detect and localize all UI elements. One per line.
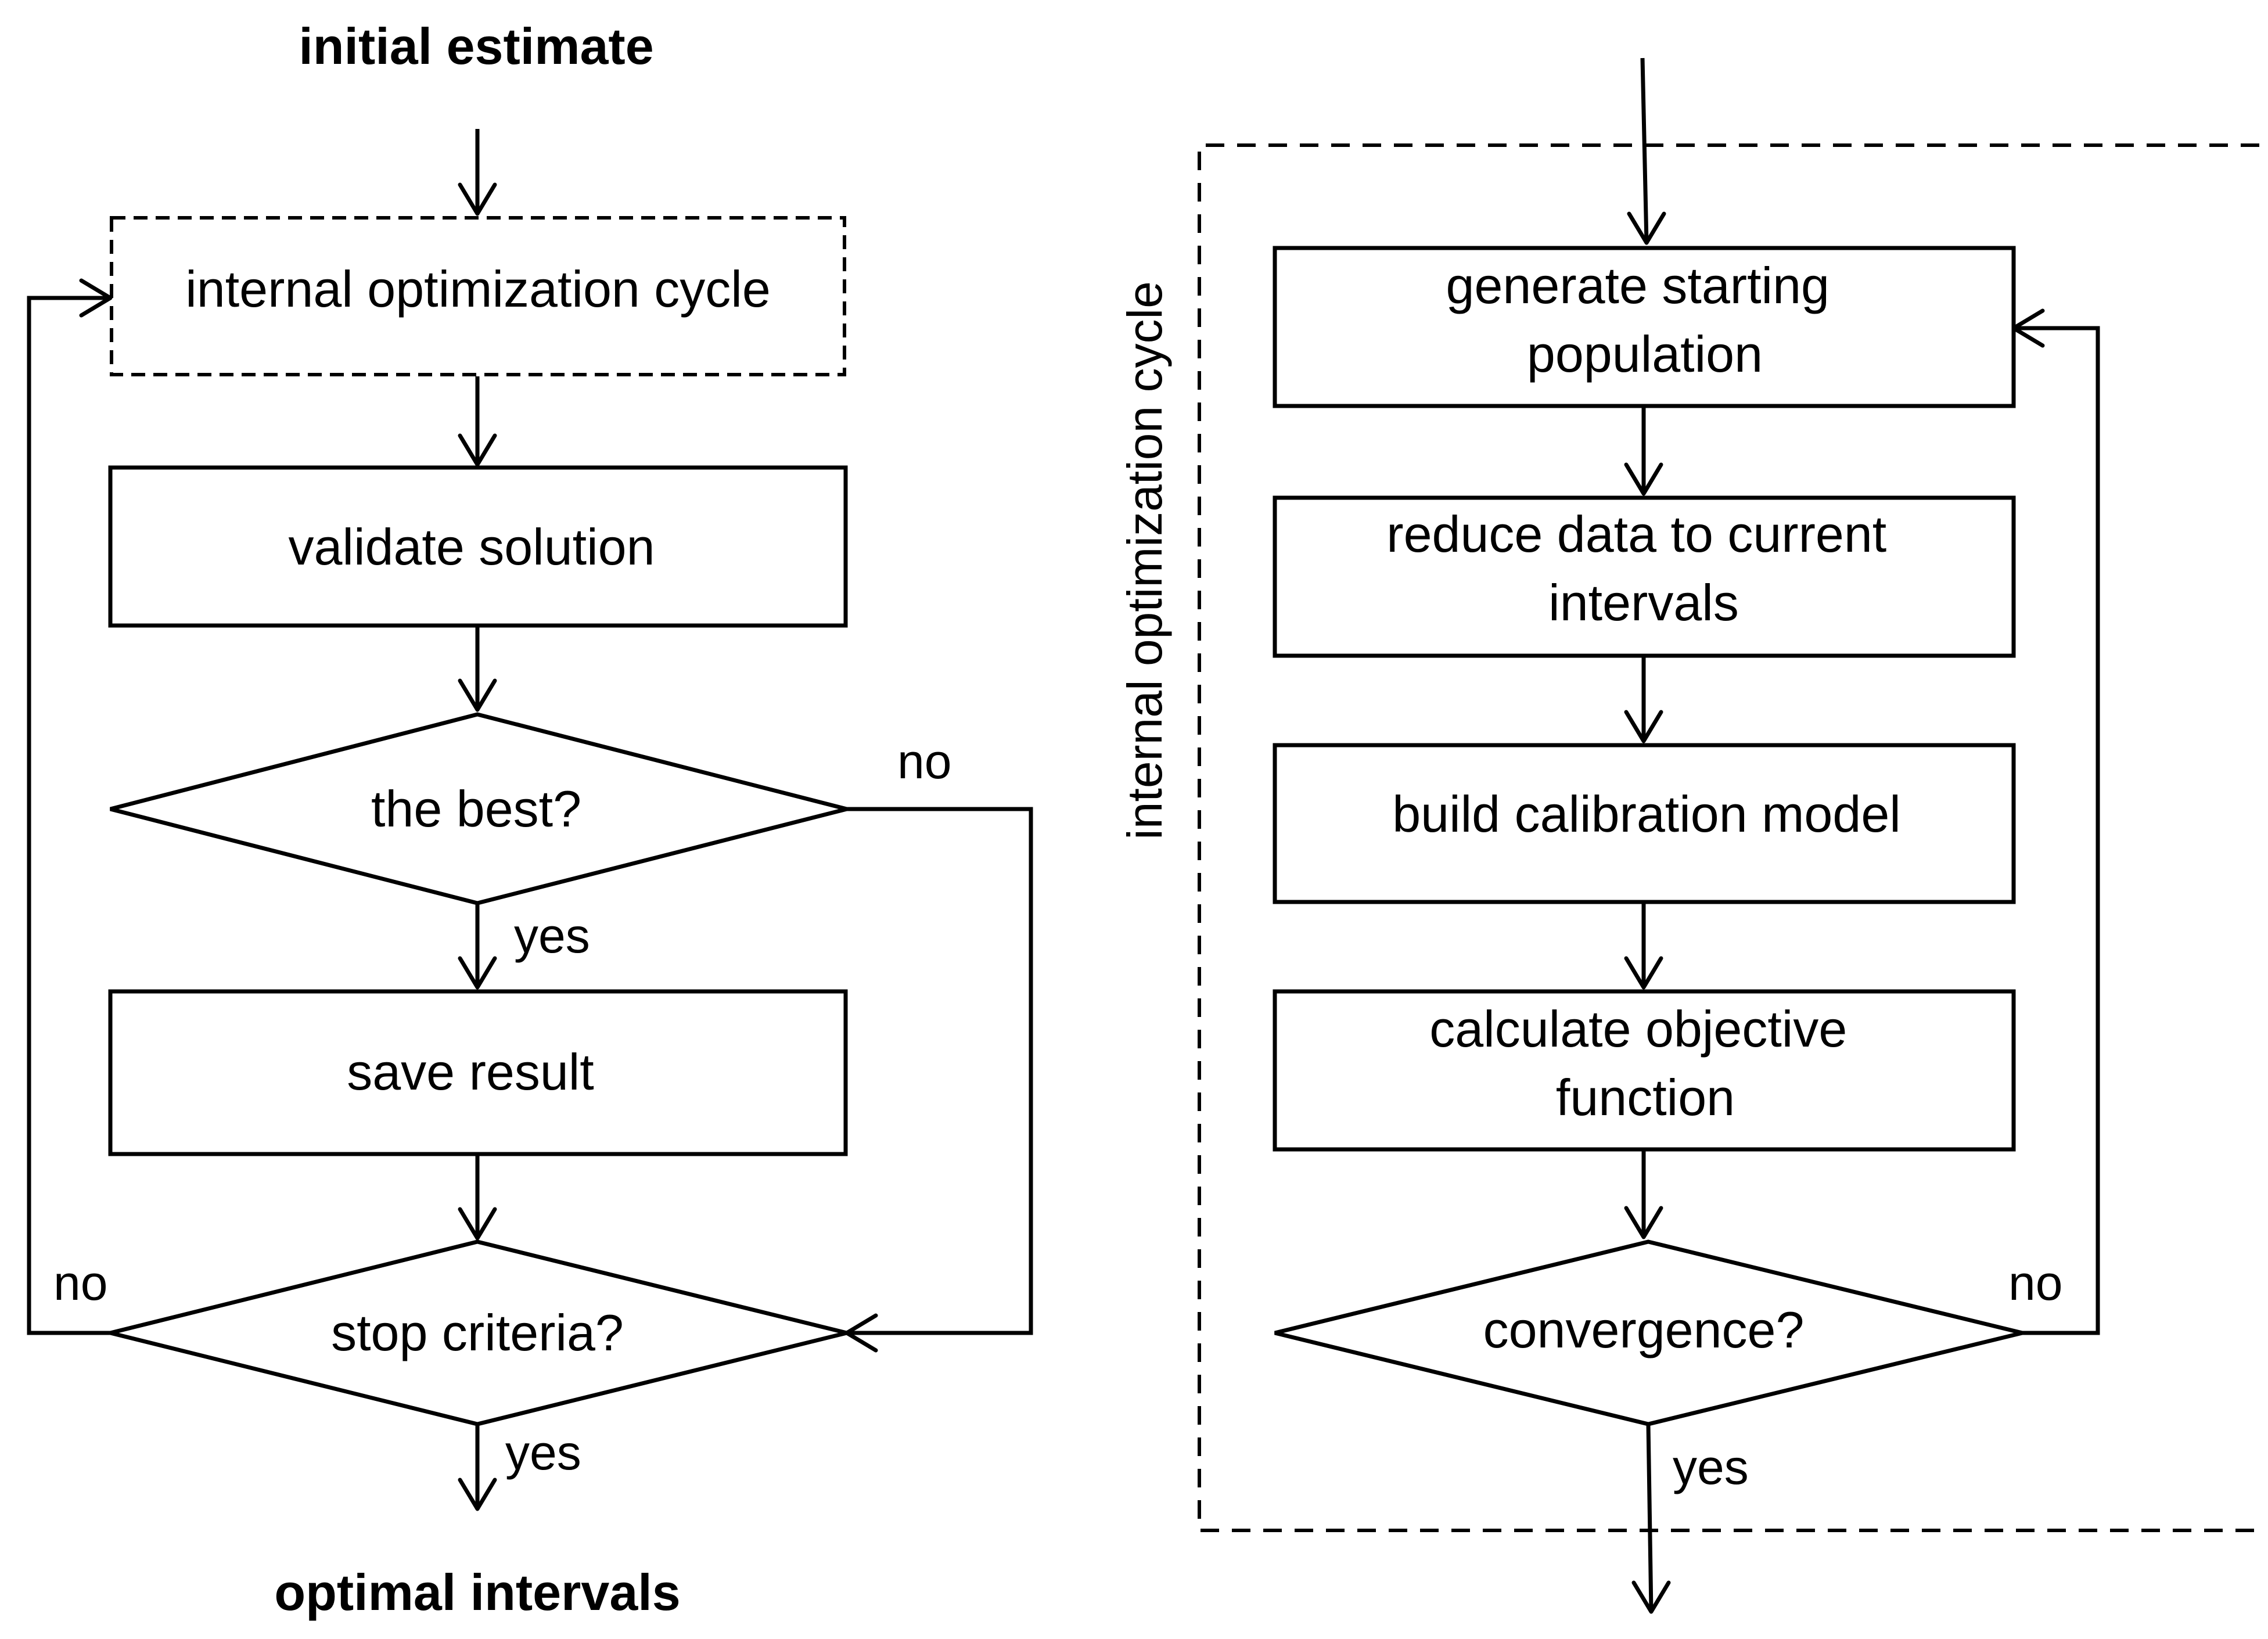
arrowhead-start-to-cycle: [458, 182, 497, 216]
generate-population-line-2: population: [1527, 325, 1763, 383]
internal-cycle-box: [110, 216, 846, 376]
generate-population-label: generate starting population: [1446, 257, 1844, 383]
end-label: optimal intervals: [274, 1563, 680, 1621]
validate-solution-box: [108, 465, 848, 628]
start-label: initial estimate: [299, 17, 653, 75]
convergence-decision-label: convergence?: [1483, 1301, 1805, 1358]
arrowhead-stop-no: [79, 278, 113, 318]
best-no-label: no: [897, 734, 951, 789]
calculate-objective-line-2: function: [1556, 1069, 1735, 1126]
internal-cycle-frame-label: internal optimization cycle: [1117, 281, 1172, 840]
best-yes-label: yes: [514, 908, 590, 963]
stop-yes-label: yes: [505, 1425, 581, 1480]
save-result-label: save result: [347, 1043, 594, 1101]
internal-cycle-label: internal optimization cycle: [185, 260, 771, 318]
arrowhead-cycle-to-validate: [458, 433, 497, 467]
calculate-objective-box: [1273, 989, 2016, 1152]
arrowhead-best-yes: [458, 956, 497, 990]
calculate-objective-label: calculate objective function: [1429, 1000, 1861, 1126]
convergence-no-label: no: [2008, 1256, 2062, 1310]
generate-population-line-1: generate starting: [1446, 257, 1830, 314]
arrowhead-reduce-to-build: [1624, 710, 1663, 743]
reduce-data-label: reduce data to current intervals: [1386, 505, 1900, 631]
stop-decision-label: stop criteria?: [331, 1304, 624, 1361]
reduce-data-line-2: intervals: [1548, 574, 1739, 631]
arrowhead-convergence-yes: [1631, 1580, 1671, 1614]
validate-solution-label: validate solution: [288, 518, 655, 576]
connector-convergence-no: [2014, 326, 2100, 1335]
arrowhead-build-to-calculate: [1624, 956, 1663, 990]
arrowhead-stop-yes: [458, 1478, 497, 1511]
build-model-label: build calibration model: [1392, 785, 1901, 843]
save-result-box: [108, 989, 848, 1156]
connector-entry: [1640, 57, 1649, 243]
arrowhead-validate-to-best: [458, 678, 497, 712]
arrowhead-generate-to-reduce: [1624, 462, 1663, 496]
connector-best-no: [847, 807, 1033, 1335]
left-flowchart: initial estimate internal optimization c…: [27, 17, 1033, 1621]
reduce-data-box: [1273, 495, 2016, 658]
stop-no-label: no: [53, 1256, 107, 1310]
best-decision-label: the best?: [371, 780, 581, 838]
calculate-objective-line-1: calculate objective: [1429, 1000, 1847, 1058]
right-flowchart: internal optimization cycle generate sta…: [1117, 57, 2259, 1614]
reduce-data-line-1: reduce data to current: [1386, 505, 1886, 563]
arrowhead-calculate-to-convergence: [1624, 1206, 1663, 1239]
connector-convergence-yes: [1646, 1424, 1654, 1612]
convergence-yes-label: yes: [1673, 1440, 1749, 1494]
connector-stop-no: [27, 296, 110, 1335]
arrowhead-save-to-stop: [458, 1207, 497, 1241]
arrowhead-convergence-no: [2011, 308, 2045, 348]
arrowhead-entry: [1627, 211, 1666, 245]
